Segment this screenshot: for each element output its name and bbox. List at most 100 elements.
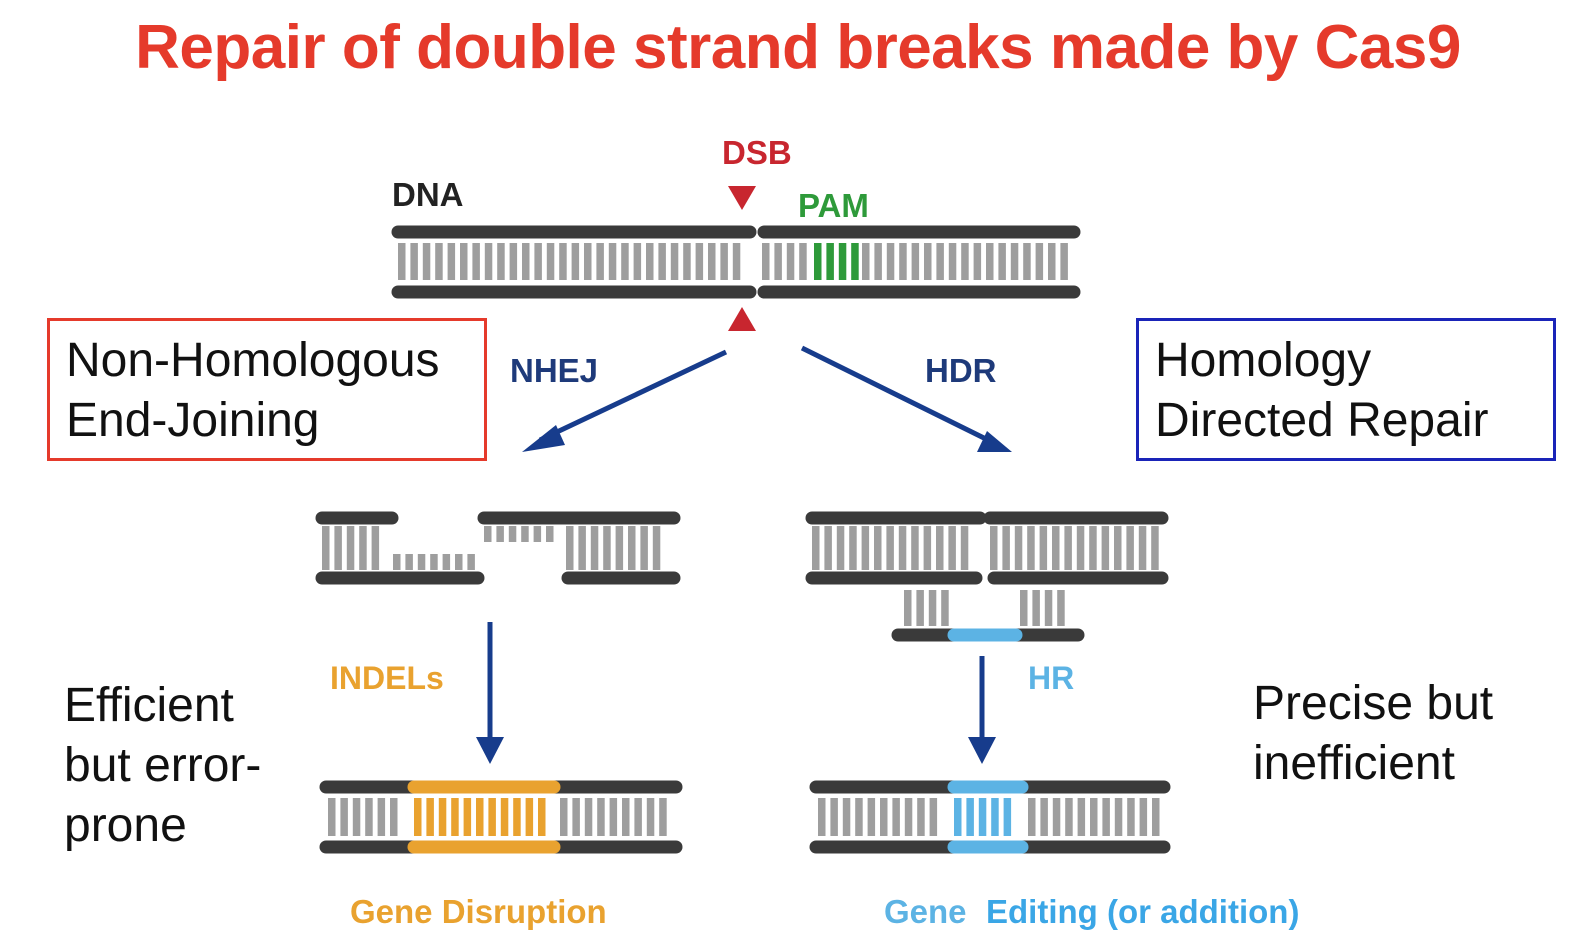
edited-base-pair	[1003, 798, 1012, 836]
dna-base-pair	[546, 243, 555, 280]
dna-base-pair	[417, 554, 426, 570]
dna-base-pair	[886, 526, 894, 570]
dna-base-pair	[892, 798, 900, 836]
dna-base-pair	[1023, 243, 1031, 280]
dna-base-pair	[849, 526, 857, 570]
dna-base-pair	[590, 526, 599, 570]
dna-base-pair	[328, 798, 336, 836]
dna-base-pair	[861, 526, 870, 570]
dna-base-pair	[824, 526, 832, 570]
dna-base-pair	[1020, 590, 1028, 626]
hdr-box-line2: Directed Repair	[1155, 394, 1489, 447]
dna-base-pair	[1057, 590, 1065, 626]
dna-base-pair	[960, 526, 969, 570]
dna-base-pair	[609, 798, 618, 836]
dna-base-pair	[1032, 590, 1040, 626]
nhej-note: Efficient but error- prone	[64, 676, 261, 856]
dna-base-pair	[634, 798, 642, 836]
nhej-box-line2: End-Joining	[66, 394, 320, 447]
indels-arrow	[476, 622, 504, 764]
dna-base-pair	[484, 243, 493, 280]
indel-base-pair	[500, 798, 509, 836]
dna-base-pair	[571, 243, 580, 280]
edited-base-pair	[978, 798, 987, 836]
dna-base-pair	[1040, 798, 1048, 836]
dna-base-pair	[460, 243, 468, 280]
dna-base-pair	[683, 243, 691, 280]
dna-base-pair	[1002, 526, 1010, 570]
hdr-arrow	[800, 345, 1012, 452]
dna-base-pair	[615, 526, 624, 570]
dna-base-pair	[596, 243, 604, 280]
dna-base-pair	[986, 243, 994, 280]
dna-base-pair	[659, 798, 667, 836]
dna-base-pair	[578, 526, 586, 570]
dna-label: DNA	[392, 176, 464, 213]
dna-base-pair	[842, 798, 851, 836]
indel-base-pair	[488, 798, 496, 836]
dna-base-pair	[911, 243, 920, 280]
dna-base-pair	[430, 554, 438, 570]
dna-base-pair	[929, 798, 938, 836]
indel-base-pair	[426, 798, 434, 836]
dna-base-pair	[603, 526, 611, 570]
dna-base-pair	[904, 590, 912, 626]
dna-base-pair	[1052, 798, 1061, 836]
dna-base-pair	[904, 798, 913, 836]
dna-base-pair	[359, 526, 367, 570]
edited-base-pair	[966, 798, 974, 836]
dna-base-pair	[566, 526, 574, 570]
dna-base-pair	[658, 243, 666, 280]
dna-base-pair	[584, 798, 593, 836]
dna-base-pair	[1152, 798, 1160, 836]
nhej-label: NHEJ	[510, 352, 599, 389]
hdr-note-line2: inefficient	[1253, 737, 1455, 790]
dna-base-pair	[633, 243, 642, 280]
hr-label: HR	[1028, 660, 1075, 696]
nhej-arrow	[522, 349, 728, 452]
dna-base-pair	[352, 798, 361, 836]
dna-base-pair	[640, 526, 648, 570]
dna-base-pair	[948, 243, 957, 280]
dna-base-pair	[1102, 798, 1110, 836]
dna-base-pair	[923, 526, 932, 570]
hdr-note: Precise but inefficient	[1253, 674, 1493, 794]
dna-base-pair	[670, 243, 679, 280]
dna-base-pair	[534, 243, 542, 280]
indel-base-pair	[463, 798, 472, 836]
pam-base-pair	[851, 243, 859, 280]
nhej-note-line3: prone	[64, 799, 187, 852]
dna-base-pair	[874, 526, 882, 570]
editing-caption: Editing (or addition)	[986, 893, 1300, 930]
dna-base-pair	[874, 243, 882, 280]
indels-label: INDELs	[330, 660, 444, 696]
dna-base-pair	[435, 243, 443, 280]
dna-base-pair	[1126, 526, 1134, 570]
hdr-dna-with-template	[805, 511, 1169, 642]
dna-base-pair	[1039, 526, 1048, 570]
dna-base-pair	[1052, 526, 1060, 570]
dna-base-pair	[390, 798, 398, 836]
dna-base-pair	[496, 526, 504, 542]
pam-base-pair	[826, 243, 834, 280]
dna-base-pair	[880, 798, 888, 836]
dna-base-pair	[990, 526, 998, 570]
dna-base-pair	[1089, 526, 1097, 570]
dna-base-pair	[1138, 526, 1147, 570]
hdr-box-line1: Homology	[1155, 334, 1372, 387]
dna-base-pair	[867, 798, 876, 836]
dna-base-pair	[334, 526, 342, 570]
nhej-note-line1: Efficient	[64, 679, 234, 732]
slide-title: Repair of double strand breaks made by C…	[135, 13, 1461, 82]
dna-base-pair	[1010, 243, 1019, 280]
dna-base-pair	[911, 526, 919, 570]
dna-base-pair	[1027, 526, 1035, 570]
dna-base-pair	[1114, 798, 1123, 836]
edited-gene-dna	[809, 780, 1171, 854]
dna-base-pair	[572, 798, 580, 836]
dna-base-pair	[508, 526, 517, 542]
dna-base-pair	[410, 243, 418, 280]
indel-base-pair	[538, 798, 546, 836]
nhej-box: Non-Homologous End-Joining	[47, 318, 487, 461]
dna-base-pair	[917, 798, 925, 836]
